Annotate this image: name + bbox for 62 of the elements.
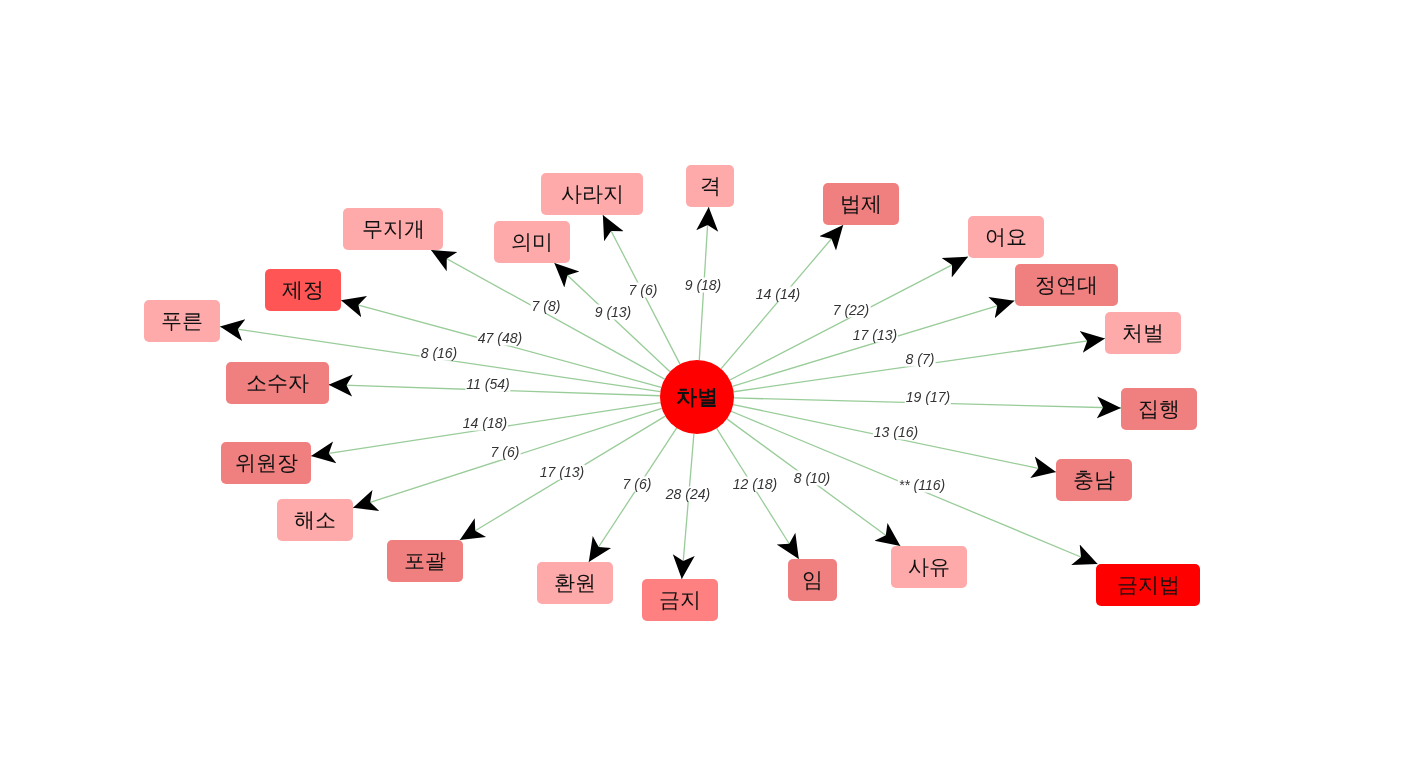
edge-label: 7 (6) bbox=[627, 282, 659, 298]
edge-label: ** (116) bbox=[897, 477, 947, 493]
edge-label: 17 (13) bbox=[851, 327, 899, 343]
arrow bbox=[731, 297, 1016, 387]
arrow bbox=[588, 427, 678, 563]
arrow bbox=[733, 396, 1122, 419]
keyword-box: 포괄 bbox=[387, 540, 463, 582]
edge-label: 14 (14) bbox=[754, 286, 802, 302]
edge-label: 19 (17) bbox=[904, 389, 952, 405]
keyword-circle: 차별 bbox=[660, 360, 734, 434]
edge-label: 14 (18) bbox=[461, 415, 509, 431]
keyword-box: 사유 bbox=[891, 546, 967, 588]
arrow bbox=[716, 427, 800, 560]
keyword-box: 푸른 bbox=[144, 300, 220, 342]
arrow bbox=[729, 256, 969, 381]
arrow bbox=[327, 374, 661, 397]
arrow bbox=[430, 249, 666, 380]
edge-label: 7 (22) bbox=[831, 302, 871, 318]
arrow bbox=[732, 403, 1057, 478]
arrow bbox=[352, 407, 663, 511]
arrow bbox=[726, 418, 901, 547]
edge-label: 47 (48) bbox=[476, 330, 524, 346]
arrow bbox=[602, 214, 681, 365]
edge-label: 7 (6) bbox=[489, 444, 521, 460]
edge-label: 17 (13) bbox=[538, 464, 586, 480]
edge-label: 28 (24) bbox=[664, 486, 712, 502]
edge-label: 8 (10) bbox=[792, 470, 832, 486]
keyword-box: 정연대 bbox=[1014, 264, 1118, 306]
keyword-box: 환원 bbox=[537, 562, 613, 604]
edge-label: 7 (6) bbox=[621, 476, 653, 492]
edge-label: 8 (16) bbox=[419, 345, 459, 361]
keyword-box: 처벌 bbox=[1105, 312, 1181, 354]
keyword-box: 소수자 bbox=[225, 362, 329, 404]
arrow bbox=[340, 296, 662, 388]
edge-label: 7 (8) bbox=[530, 298, 562, 314]
edge-label: 13 (16) bbox=[872, 424, 920, 440]
keyword-box: 해소 bbox=[277, 499, 353, 541]
arrow bbox=[696, 206, 719, 361]
keyword-box: 제정 bbox=[265, 269, 341, 311]
keyword-box: 집행 bbox=[1121, 388, 1197, 430]
arrow bbox=[730, 410, 1099, 565]
keyword-box: 법제 bbox=[823, 183, 899, 225]
keyword-box: 어요 bbox=[968, 216, 1044, 258]
arrow bbox=[720, 224, 844, 370]
arrow bbox=[310, 401, 662, 464]
keyword-box: 충남 bbox=[1056, 459, 1132, 501]
arrow bbox=[459, 415, 666, 541]
keyword-box: 격 bbox=[686, 165, 734, 207]
arrow bbox=[732, 330, 1106, 393]
edge-label: 9 (13) bbox=[593, 304, 633, 320]
edge-label: 12 (18) bbox=[731, 476, 779, 492]
arrow bbox=[219, 319, 662, 393]
keyword-box: 임 bbox=[787, 559, 837, 601]
edge-label: 9 (18) bbox=[683, 277, 723, 293]
arrow bbox=[672, 433, 695, 580]
keyword-box: 위원장 bbox=[221, 442, 311, 484]
keyword-box: 금지법 bbox=[1096, 564, 1200, 606]
keyword-box: 의미 bbox=[494, 221, 570, 263]
edge-label: 8 (7) bbox=[904, 351, 936, 367]
keyword-box: 무지개 bbox=[343, 208, 443, 250]
keyword-box: 사라지 bbox=[541, 173, 643, 215]
keyword-box: 금지 bbox=[642, 579, 718, 621]
